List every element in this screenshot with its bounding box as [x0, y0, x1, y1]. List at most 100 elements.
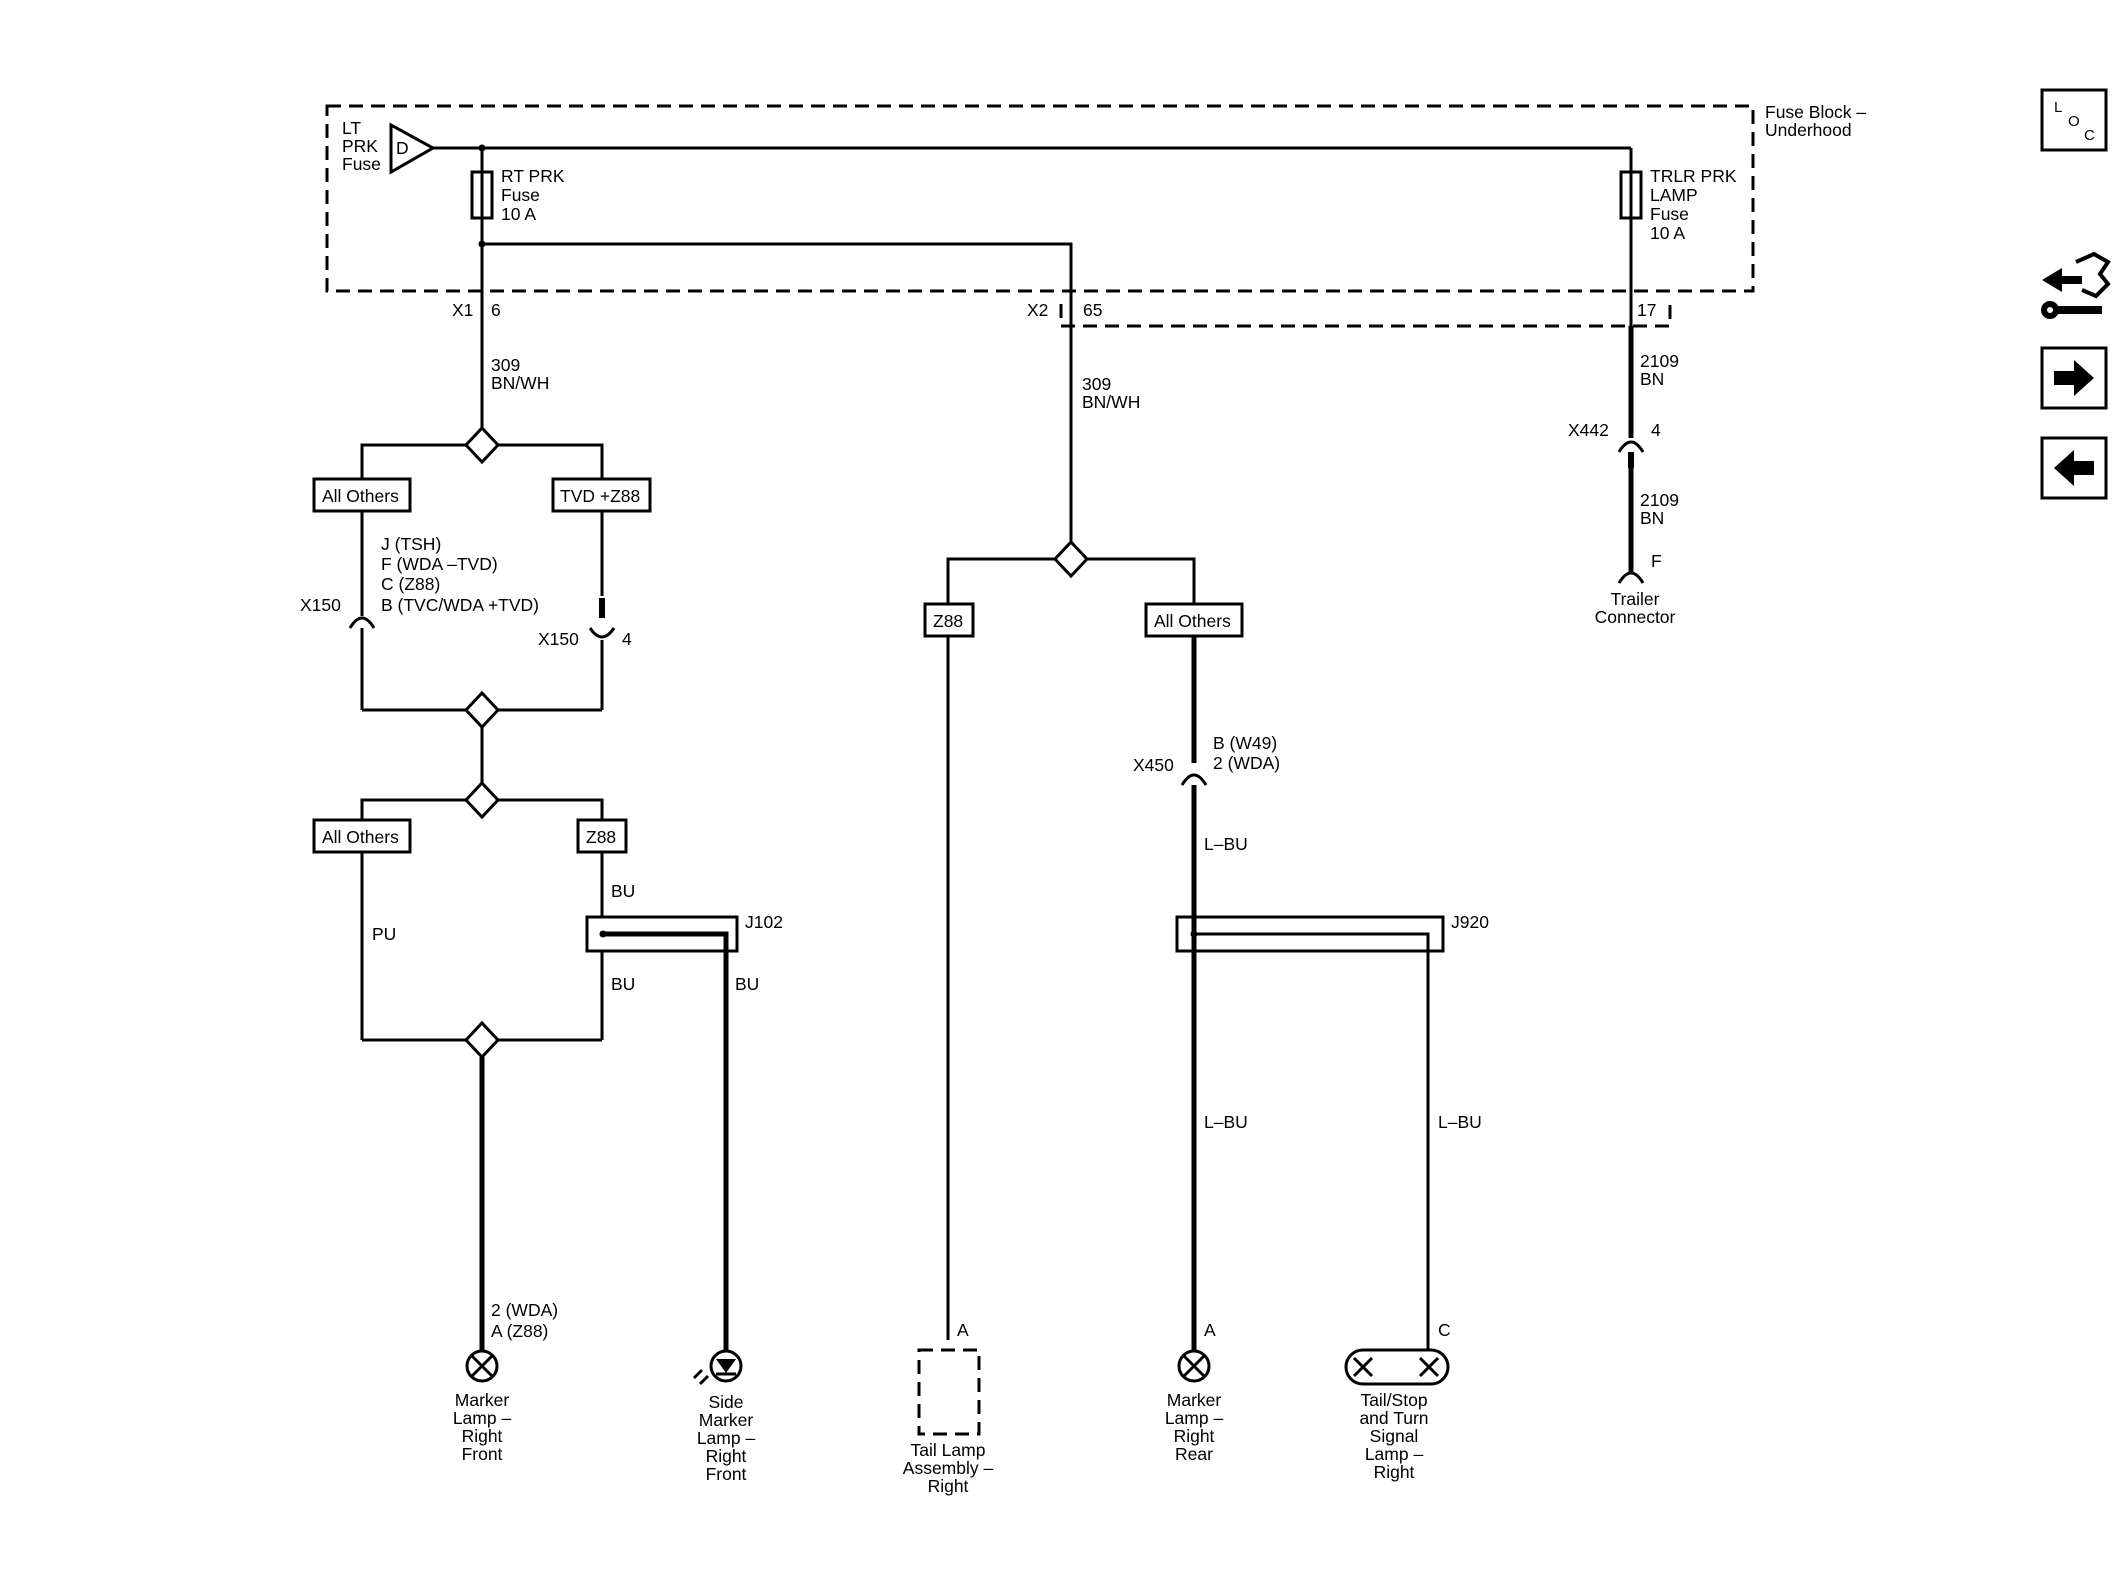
led-triangle: [716, 1359, 736, 1373]
wire: [360, 443, 466, 478]
connector-pin: [599, 598, 605, 618]
wire-309-mid-color: BN/WH: [1082, 392, 1140, 412]
bulb-x: [1418, 1356, 1440, 1378]
option-diamond: [463, 780, 501, 820]
tail-lamp-label-2: Assembly –: [903, 1458, 994, 1478]
wire-309-mid-num: 309: [1082, 374, 1111, 394]
wire: [482, 242, 1073, 312]
fuse-block-outline: [325, 104, 1755, 293]
connector-x150-left: [348, 616, 376, 629]
loc-letter-l: L: [2054, 99, 2062, 116]
option-diamond: [463, 425, 501, 465]
tail-lamp-label-3: Right: [928, 1476, 969, 1496]
j920-label: J920: [1451, 912, 1489, 932]
trlr-prk-label-4: 10 A: [1650, 223, 1685, 243]
option-box-all-others: [312, 477, 412, 513]
wire-2109-top-color: BN: [1640, 369, 1664, 389]
tail-stop-label-4: Lamp –: [1365, 1444, 1424, 1464]
marker-rear-label-4: Rear: [1175, 1444, 1213, 1464]
connector-x2-outline: [1059, 297, 1672, 328]
led-ray: [698, 1374, 710, 1386]
side-marker-label-3: Lamp –: [697, 1428, 756, 1448]
arrow-left-icon: [2054, 450, 2094, 486]
side-marker-label-2: Marker: [699, 1410, 754, 1430]
marker-rear-label-1: Marker: [1167, 1390, 1222, 1410]
x2-pin: 65: [1083, 300, 1102, 320]
tail-stop-label-5: Right: [1374, 1462, 1415, 1482]
connector-x450: [1180, 773, 1208, 786]
trailer-pin: F: [1651, 551, 1662, 571]
bulb-x: [1352, 1356, 1374, 1378]
fuse-block-title-1: Fuse Block –: [1765, 102, 1866, 122]
tail-stop-pin: C: [1438, 1320, 1451, 1340]
wire-2109-top-num: 2109: [1640, 351, 1679, 371]
lt-prk-tag: D: [396, 138, 409, 158]
x2-label: X2: [1027, 300, 1048, 320]
marker-rear-pin: A: [1204, 1320, 1216, 1340]
option-diamond: [463, 1020, 501, 1060]
loc-button[interactable]: L O C: [2040, 88, 2108, 152]
lt-prk-label-3: Fuse: [342, 154, 381, 174]
option-box-all-others: [1144, 602, 1244, 638]
tail-lamp-pin: A: [957, 1320, 969, 1340]
x1-label: X1: [452, 300, 473, 320]
wire: [498, 443, 604, 478]
x150-left-label: X150: [300, 595, 341, 615]
prev-page-button[interactable]: [2040, 436, 2108, 500]
wire-pu-label: PU: [372, 924, 396, 944]
trlr-prk-label-3: Fuse: [1650, 204, 1689, 224]
x450-pin-2: 2 (WDA): [1213, 753, 1280, 773]
marker-rear-label-3: Right: [1174, 1426, 1215, 1446]
option-diamond: [463, 690, 501, 730]
wire-bu-label: BU: [735, 974, 759, 994]
component-view-icon: [2041, 251, 2111, 319]
wire: [498, 798, 604, 820]
led-ray: [692, 1368, 704, 1380]
x150-pin-1: J (TSH): [381, 534, 441, 554]
bulb-x: [470, 1354, 494, 1378]
lt-prk-fuse-triangle: [389, 122, 437, 175]
marker-front-pin-1: 2 (WDA): [491, 1300, 558, 1320]
lt-prk-label-1: LT: [342, 118, 361, 138]
x150-right-label: X150: [538, 629, 579, 649]
wire-lbu-label: L–BU: [1204, 834, 1248, 854]
trlr-prk-label-2: LAMP: [1650, 185, 1698, 205]
loc-letter-c: C: [2084, 127, 2095, 144]
arrow-right-icon: [2054, 360, 2094, 396]
x150-pin-4: B (TVC/WDA +TVD): [381, 595, 539, 615]
side-marker-label-4: Right: [706, 1446, 747, 1466]
rt-prk-label-1: RT PRK: [501, 166, 565, 186]
loc-icon: [2040, 88, 2108, 152]
option-diamond: [1052, 539, 1090, 579]
wire-lbu-tailstop: [1194, 932, 1430, 1352]
x150-pin-2: F (WDA –TVD): [381, 554, 498, 574]
connector-x442: [1617, 440, 1645, 453]
wire-309-left-color: BN/WH: [491, 373, 549, 393]
tail-lamp-assembly: [917, 1348, 981, 1436]
wire: [360, 798, 466, 820]
lt-prk-label-2: PRK: [342, 136, 378, 156]
loc-letter-o: O: [2068, 113, 2080, 130]
next-page-button[interactable]: [2040, 346, 2108, 410]
wire-309-left-num: 309: [491, 355, 520, 375]
option-box-z88: [576, 818, 628, 854]
option-label: Z88: [933, 611, 963, 631]
tail-stop-label-2: and Turn: [1359, 1408, 1428, 1428]
marker-front-label-2: Lamp –: [453, 1408, 512, 1428]
connector-pin: [1628, 452, 1634, 468]
marker-front-label-4: Front: [462, 1444, 503, 1464]
trailer-label-2: Connector: [1595, 607, 1676, 627]
wire-bu-side-marker: [603, 931, 729, 1356]
rt-prk-label-2: Fuse: [501, 185, 540, 205]
marker-rear-label-2: Lamp –: [1165, 1408, 1224, 1428]
x442-pin: 4: [1651, 420, 1661, 440]
j102-label: J102: [745, 912, 783, 932]
x450-pin-1: B (W49): [1213, 733, 1277, 753]
trlr-prk-label-1: TRLR PRK: [1650, 166, 1737, 186]
component-view-button[interactable]: [2041, 251, 2111, 319]
side-marker-label-5: Front: [706, 1464, 747, 1484]
option-label: Z88: [586, 827, 616, 847]
left-branch: 309 BN/WH All Others TVD +Z88 J (TSH) F …: [300, 312, 783, 1484]
wire-lbu-label: L–BU: [1438, 1112, 1482, 1132]
